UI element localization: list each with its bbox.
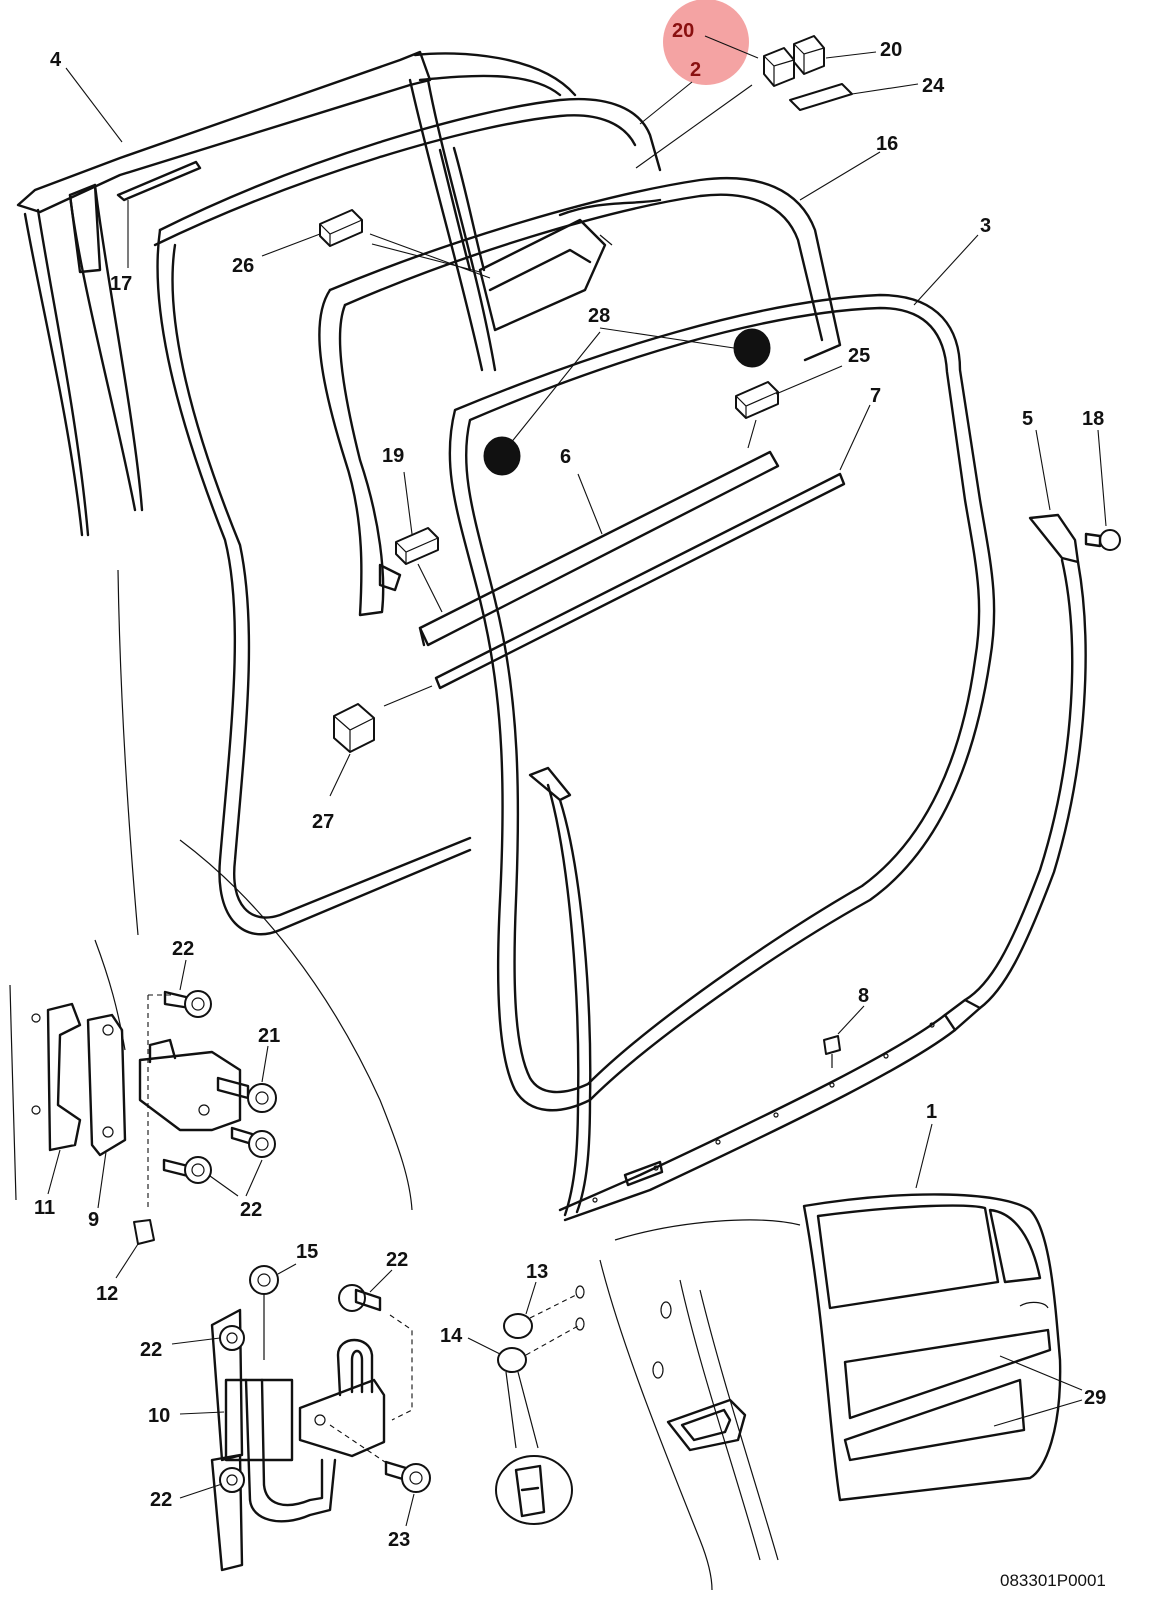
bolt-22-lower-b[interactable] [338,1284,382,1312]
part-28-plug-lower[interactable] [483,436,521,476]
callout-16[interactable]: 16 [876,133,898,155]
part-19-pad[interactable] [395,527,439,565]
callout-13[interactable]: 13 [526,1261,548,1283]
upper-hinge-plate-9[interactable] [86,1013,127,1157]
callout-7[interactable]: 7 [870,385,881,407]
callout-15[interactable]: 15 [296,1241,318,1263]
part-16-inner-seal[interactable] [318,176,842,617]
bolt-22-lower-a[interactable] [219,1325,245,1351]
part-24-pad[interactable] [789,83,853,111]
leader-lines [47,35,1107,1527]
callout-5[interactable]: 5 [1022,408,1033,430]
rivet-holes [592,1022,935,1203]
part-18-screw[interactable] [1084,529,1121,551]
callout-26[interactable]: 26 [232,255,254,277]
part-4-frame-seal[interactable] [16,50,577,537]
highlight-marker[interactable] [663,0,749,85]
part-20-pad-a[interactable] [763,47,795,87]
callout-28[interactable]: 28 [588,305,610,327]
callout-10[interactable]: 10 [148,1405,170,1427]
door-striker[interactable] [652,1301,747,1452]
part-28-plug-upper[interactable] [733,328,771,368]
upper-hinge-guide [147,994,175,1210]
part-5-seal-strip[interactable] [528,513,1087,1222]
callout-25[interactable]: 25 [848,345,870,367]
bolt-23-guide [329,1424,386,1463]
clip-13[interactable] [503,1313,533,1339]
callout-labels: 20 2 20 24 4 16 3 17 26 28 25 7 5 18 19 … [34,20,1106,1551]
callout-22-b[interactable]: 22 [240,1199,262,1221]
callout-1[interactable]: 1 [926,1101,937,1123]
clip-hole-a [575,1285,585,1299]
callout-22-e[interactable]: 22 [150,1489,172,1511]
bolt-22-upper-c[interactable] [162,1156,212,1184]
bolt-22-upper-b[interactable] [230,1126,276,1158]
callout-14[interactable]: 14 [440,1325,463,1347]
lower-hinge-bracket[interactable] [298,1338,386,1458]
part-3-door-seal[interactable] [448,293,996,1112]
callout-8[interactable]: 8 [858,985,869,1007]
callout-11[interactable]: 11 [34,1197,55,1219]
part-6-belt-strip[interactable] [418,450,780,647]
callout-22-a[interactable]: 22 [172,938,194,960]
callout-12[interactable]: 12 [96,1283,118,1305]
lower-hinge-frame-10[interactable] [210,1308,337,1572]
callout-21[interactable]: 21 [258,1025,280,1047]
callout-24[interactable]: 24 [922,75,945,97]
upper-hinge-plate-11[interactable] [31,1002,82,1152]
callout-23[interactable]: 23 [388,1529,410,1551]
part-7-belt-strip[interactable] [434,472,846,690]
callout-27[interactable]: 27 [312,811,334,833]
callout-19[interactable]: 19 [382,445,404,467]
callout-4[interactable]: 4 [50,49,62,71]
callout-9[interactable]: 9 [88,1209,99,1231]
callout-3[interactable]: 3 [980,215,991,237]
part-12-nut[interactable] [133,1219,155,1245]
clip-hole-b [575,1317,585,1331]
body-panel-outline [9,569,801,1591]
clip-14[interactable] [497,1347,527,1373]
bolt-23[interactable] [384,1460,431,1493]
part-8-clip[interactable] [823,1035,841,1068]
part-20-pad-b[interactable] [793,35,825,75]
clip-detail-view[interactable] [495,1371,573,1525]
drawing-reference-code: 083301P0001 [1000,1571,1106,1590]
part-26-pad[interactable] [319,209,363,247]
part-27-pad[interactable] [333,703,375,753]
glass-run-channel[interactable] [478,198,662,332]
callout-29[interactable]: 29 [1084,1387,1106,1409]
callout-22-d[interactable]: 22 [140,1339,162,1361]
bolt-22-upper-a[interactable] [163,990,212,1018]
callout-6[interactable]: 6 [560,446,571,468]
door-thumbnail[interactable] [802,1193,1062,1502]
callout-2-highlighted[interactable]: 2 [690,59,701,81]
callout-18[interactable]: 18 [1082,408,1104,430]
lower-hinge-guide [389,1314,413,1421]
part-2-seal-loop[interactable] [153,97,662,936]
bolt-21-upper[interactable] [216,1076,277,1113]
part-17-strip[interactable] [116,160,202,202]
callout-20[interactable]: 20 [880,39,902,61]
clip-guides [525,1293,579,1356]
upper-hinge-body-21[interactable] [138,1038,242,1132]
callout-22-c[interactable]: 22 [386,1249,408,1271]
callout-17[interactable]: 17 [110,273,132,295]
nut-15[interactable] [249,1265,279,1295]
part-25-pad[interactable] [735,381,779,419]
bolt-22-lower-c[interactable] [219,1467,245,1493]
callout-20-highlighted[interactable]: 20 [672,20,694,42]
